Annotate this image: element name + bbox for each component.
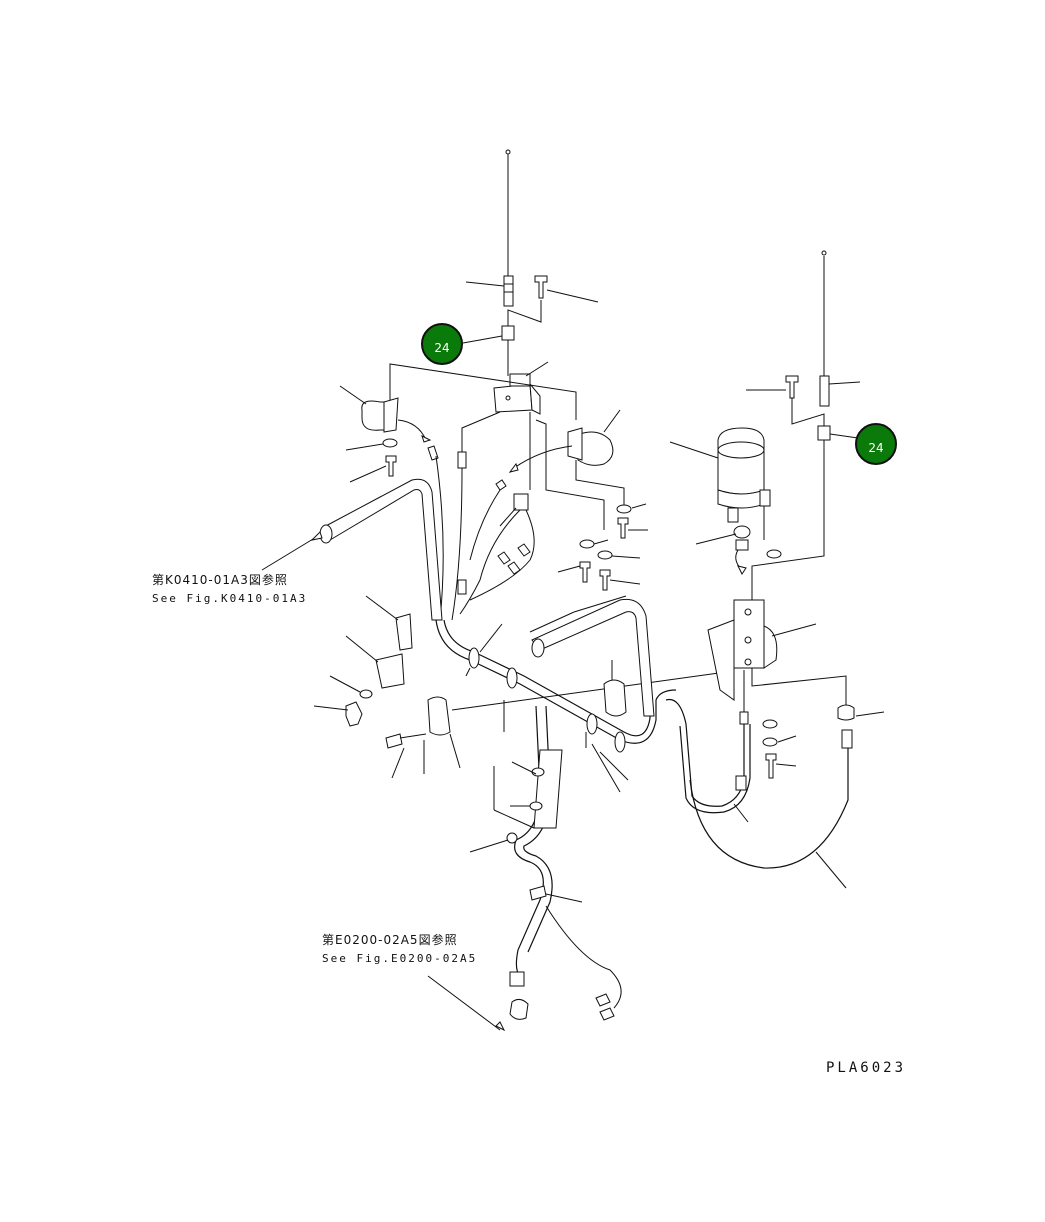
beacon-bracket-hardware — [762, 719, 797, 779]
clamp-upper — [365, 595, 413, 651]
right-lamp — [508, 409, 625, 508]
left-lamp — [339, 385, 432, 443]
lamp-washer — [345, 438, 398, 451]
left-antenna — [465, 149, 514, 307]
drawing-id: PLA6023 — [826, 1060, 906, 1076]
cab-tube — [529, 595, 655, 717]
antenna-bolt — [507, 275, 599, 330]
main-harness — [435, 619, 677, 793]
right-antenna — [746, 250, 861, 600]
lamp-bolt — [349, 455, 397, 483]
clip-sleeve — [423, 671, 727, 774]
beacon-bracket — [707, 599, 885, 749]
callout-24-left[interactable]: 24 — [421, 323, 463, 365]
right-lamp-hardware — [557, 503, 648, 591]
clamp-lower — [313, 635, 405, 727]
ref-arrow-lower — [427, 975, 506, 1032]
left-tube — [261, 478, 443, 621]
cable-tie-left — [385, 733, 427, 779]
harness-connectors — [427, 445, 535, 621]
reference-en: See Fig.K0410-01A3 — [152, 592, 307, 605]
harness-branch-down — [469, 705, 622, 1021]
reference-jp: 第E0200-02A5図参照 — [322, 932, 458, 947]
beacon-base — [695, 525, 782, 575]
callout-label: 24 — [868, 441, 883, 455]
callout-24-right[interactable]: 24 — [855, 423, 897, 465]
antenna-mount — [462, 325, 515, 376]
reference-jp: 第K0410-01A3図参照 — [152, 572, 288, 587]
beacon-wiring — [665, 670, 849, 889]
mounting-plate — [389, 361, 605, 530]
callout-label: 24 — [434, 341, 449, 355]
beacon-lamp — [669, 427, 771, 540]
cylinder-part — [603, 660, 627, 717]
reference-en: See Fig.E0200-02A5 — [322, 952, 477, 965]
